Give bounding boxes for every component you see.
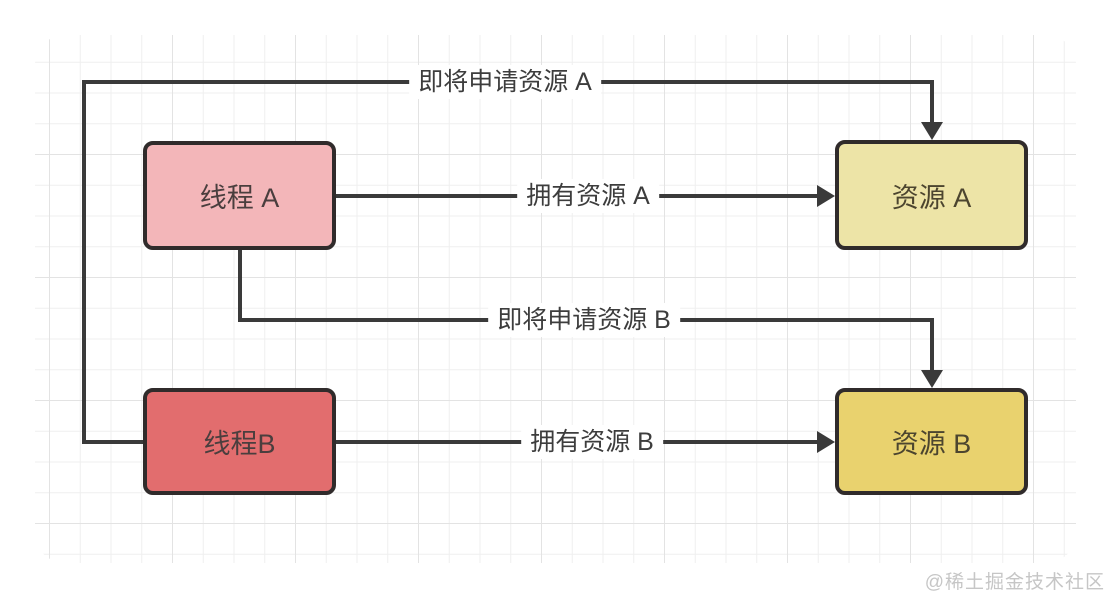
edge-request-a-label: 即将申请资源 A (409, 65, 601, 99)
node-thread-b-label: 线程B (203, 429, 276, 459)
edge-request-b-segment-right-vertical (930, 318, 934, 374)
edge-request-a-segment-right-vertical (930, 80, 934, 126)
edge-request-b-arrowhead-icon (921, 370, 943, 388)
node-thread-b: 线程B (143, 388, 336, 495)
node-resource-a: 资源 A (835, 140, 1028, 250)
edge-request-a-segment-bottom (82, 440, 145, 444)
node-resource-b-label: 资源 B (891, 429, 972, 459)
node-resource-b: 资源 B (835, 388, 1028, 495)
node-resource-a-label: 资源 A (891, 182, 972, 213)
edge-request-a-arrowhead-icon (921, 122, 943, 140)
edge-request-a-segment-left-vertical (82, 80, 86, 444)
edge-owns-b-arrowhead-icon (817, 431, 835, 453)
edge-request-b-segment-left-vertical (238, 249, 242, 322)
edge-owns-a-arrowhead-icon (817, 185, 835, 207)
edge-owns-b-label: 拥有资源 B (521, 425, 663, 459)
node-thread-a: 线程 A (143, 141, 336, 250)
edge-request-b-label: 即将申请资源 B (488, 303, 680, 337)
node-thread-a-label: 线程 A (199, 183, 280, 213)
edge-owns-a-label: 拥有资源 A (517, 179, 659, 213)
watermark: @稀土掘金技术社区 (924, 572, 1105, 593)
